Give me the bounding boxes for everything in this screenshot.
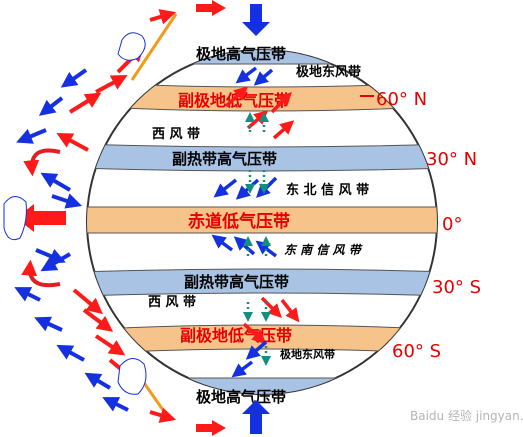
top-red-arrow: [196, 0, 226, 16]
band-subtropical-high-south: [87, 268, 437, 297]
vertical-motion-arrows: [243, 112, 271, 366]
bottom-red-arrow: [196, 420, 226, 436]
lat-60n: 60° N: [376, 89, 427, 110]
label-ne-trade: 东 北 信 风 带: [286, 182, 369, 198]
label-westerly-north: 西 风 带: [152, 126, 200, 142]
label-polar-easterly-north: 极地东风带: [296, 64, 361, 80]
label-polar-high-south: 极地高气压带: [196, 388, 286, 406]
lat-30n: 30° N: [426, 149, 477, 170]
label-subtropical-high-north: 副热带高气压带: [172, 150, 277, 168]
label-westerly-south: 西 风 带: [148, 294, 196, 310]
curved-arrow-south: [21, 259, 61, 288]
top-sinking-arrow: [242, 4, 270, 36]
lat-0: 0°: [442, 214, 462, 235]
label-polar-high-north: 极地高气压带: [196, 45, 286, 63]
label-equatorial-low: 赤道低气压带: [188, 211, 290, 232]
label-se-trade: 东 南 信 风 带: [284, 243, 363, 257]
watermark: Baidu 经验 jingyan.baidu.com: [410, 408, 523, 423]
label-subtropical-high-south: 副热带高气压带: [184, 273, 289, 291]
lat-60s: 60° S: [392, 341, 441, 362]
band-subpolar-low-north: [87, 81, 437, 112]
tropopause-north: [130, 13, 178, 81]
lat-30s: 30° S: [432, 277, 481, 298]
curved-arrow-north: [23, 148, 61, 177]
pressure-bands: [87, 50, 437, 394]
band-subtropical-high-north: [87, 143, 437, 172]
label-polar-easterly-south: 极地东风带: [280, 347, 335, 361]
label-subpolar-low-south: 副极地低气压带: [180, 326, 292, 345]
bottom-sinking-arrow: [242, 400, 270, 434]
band-equatorial-low: [87, 206, 437, 234]
cloud-shapes: [3, 32, 147, 395]
outer-circulation-arrows: [14, 9, 177, 423]
